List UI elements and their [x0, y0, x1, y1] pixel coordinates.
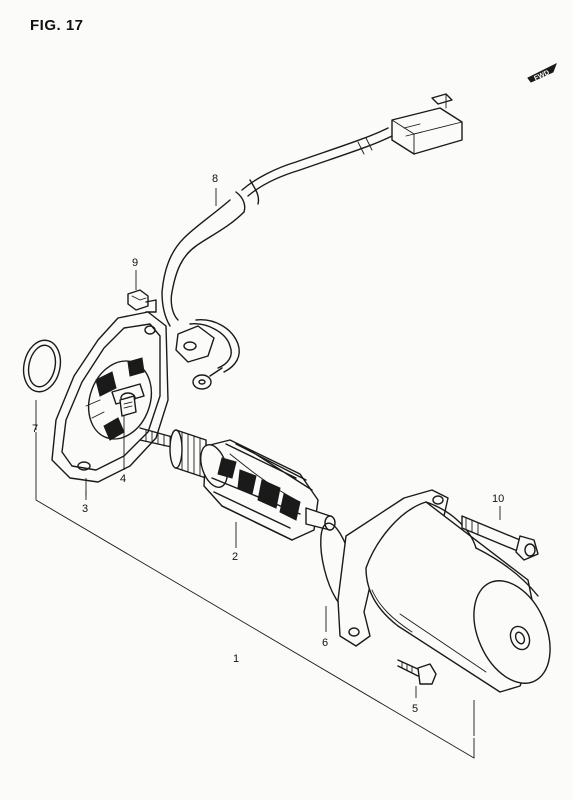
motor-housing [337, 489, 551, 693]
leader-lines [35, 188, 501, 759]
callout-2: 2 [232, 551, 238, 563]
screw-part-9 [127, 289, 157, 313]
end-cover-plate [51, 311, 169, 483]
wiring-harness [161, 93, 463, 390]
armature [139, 427, 336, 541]
small-bolt [397, 659, 437, 685]
o-ring [22, 339, 62, 393]
callout-labels: 1 2 3 4 5 6 7 8 9 10 [32, 173, 504, 715]
fwd-label: FWD [533, 69, 550, 82]
brush-holder-part-4 [119, 395, 137, 417]
callout-9: 9 [132, 257, 138, 269]
callout-5: 5 [412, 703, 418, 715]
callout-4: 4 [120, 473, 126, 485]
figure-title: FIG. 17 [30, 17, 84, 34]
callout-6: 6 [322, 637, 328, 649]
callout-3: 3 [82, 503, 88, 515]
fwd-arrow-icon: FWD [527, 62, 557, 83]
through-bolt [461, 515, 539, 561]
callout-7: 7 [32, 423, 38, 435]
callout-1: 1 [233, 653, 239, 665]
callout-8: 8 [212, 173, 218, 185]
callout-10: 10 [492, 493, 504, 505]
